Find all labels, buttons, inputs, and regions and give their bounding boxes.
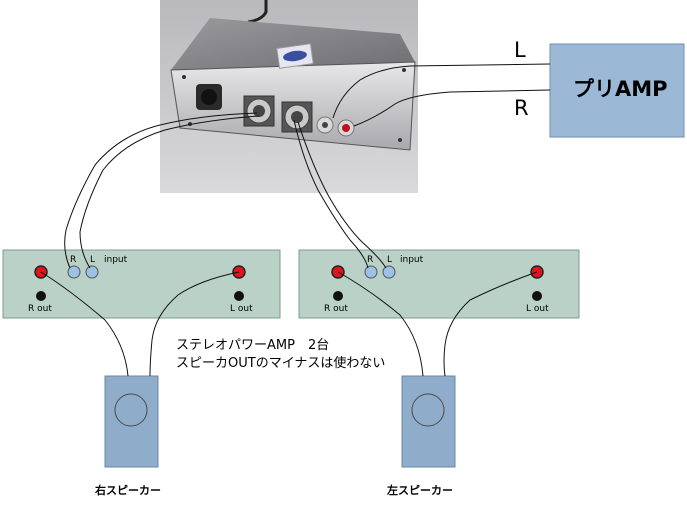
power-amp-1 <box>2 249 281 319</box>
amp2-jack-r-label: R <box>367 255 374 265</box>
amp1-out-l-label: L out <box>230 304 253 314</box>
amp2-out-r-label: R out <box>324 304 348 314</box>
amp2-out-l-minus <box>532 291 542 301</box>
note-line-1: ステレオパワーAMP 2台 <box>176 338 330 353</box>
speaker-cone-icon <box>114 393 148 427</box>
amp1-input-l <box>85 265 99 279</box>
note-line-2: スピーカOUTのマイナスは使わない <box>176 356 386 371</box>
amp1-input-r <box>67 265 81 279</box>
amp1-jack-r-label: R <box>70 255 77 265</box>
amp1-out-l-minus <box>234 291 244 301</box>
amp2-input-r <box>364 265 378 279</box>
amp2-input-l <box>382 265 396 279</box>
amp2-input-label: input <box>400 255 424 265</box>
amp1-jack-l-label: L <box>90 255 96 265</box>
left-speaker-label: 左スピーカー <box>387 484 453 497</box>
amp1-input-label: input <box>104 255 128 265</box>
amp1-out-r-minus <box>36 291 46 301</box>
amp2-out-l-label: L out <box>526 304 549 314</box>
preamp-box <box>549 43 685 138</box>
power-amp-2 <box>298 249 580 319</box>
right-speaker-label: 右スピーカー <box>95 484 161 497</box>
speaker-cone-icon <box>411 393 445 427</box>
amp2-out-r-minus <box>333 291 343 301</box>
channel-label-l: L <box>514 38 526 62</box>
preamp-label: プリAMP <box>573 77 668 101</box>
amp2-jack-l-label: L <box>387 255 393 265</box>
channel-label-r: R <box>514 96 529 120</box>
amp1-out-r-label: R out <box>28 304 52 314</box>
